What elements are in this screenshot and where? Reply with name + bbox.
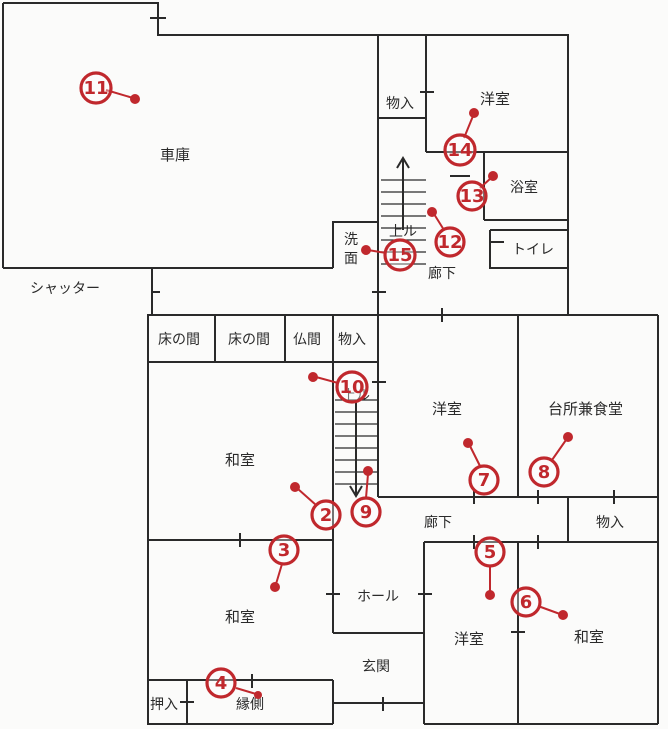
room-garage: 車庫 bbox=[160, 146, 190, 164]
room-western-bottom: 洋室 bbox=[454, 630, 484, 648]
marker-label-15: 15 bbox=[387, 245, 412, 266]
marker-7: 7 bbox=[463, 438, 500, 496]
marker-6: 6 bbox=[510, 586, 568, 620]
marker-10: 10 bbox=[308, 370, 369, 404]
marker-label-3: 3 bbox=[278, 540, 291, 561]
garage-outline bbox=[3, 2, 569, 268]
room-bath: 浴室 bbox=[510, 179, 538, 196]
photo-markers: 11 14 13 12 15 10 2 bbox=[79, 71, 573, 699]
marker-13: 13 bbox=[456, 171, 498, 212]
room-corridor-mid: 廊下 bbox=[424, 514, 452, 531]
walls bbox=[2, 2, 659, 725]
room-washitsu-upper: 和室 bbox=[225, 451, 255, 469]
room-storage-mid: 物入 bbox=[338, 332, 366, 348]
marker-2: 2 bbox=[290, 482, 342, 531]
marker-12: 12 bbox=[427, 207, 466, 258]
marker-15: 15 bbox=[361, 238, 417, 272]
marker-label-10: 10 bbox=[339, 377, 364, 398]
marker-label-13: 13 bbox=[459, 186, 484, 207]
room-oshiire: 押入 bbox=[150, 697, 178, 713]
marker-14: 14 bbox=[443, 108, 479, 167]
marker-label-8: 8 bbox=[538, 462, 551, 483]
room-wash-a: 洗 bbox=[344, 232, 358, 248]
marker-5: 5 bbox=[474, 536, 506, 600]
room-western-top: 洋室 bbox=[480, 90, 510, 108]
room-corridor-top: 廊下 bbox=[428, 265, 456, 282]
label-stair-up-top: 上ル bbox=[389, 224, 417, 240]
room-washitsu-right: 和室 bbox=[574, 628, 604, 646]
room-entrance: 玄関 bbox=[362, 658, 390, 675]
marker-9: 9 bbox=[350, 466, 382, 528]
marker-label-5: 5 bbox=[484, 542, 497, 563]
room-wash-b: 面 bbox=[344, 251, 358, 267]
marker-4: 4 bbox=[205, 667, 262, 699]
marker-label-9: 9 bbox=[360, 502, 373, 523]
label-stair-up-mid: 上ル bbox=[342, 388, 370, 404]
room-kitchen-dining: 台所兼食堂 bbox=[548, 400, 623, 418]
door-ticks bbox=[150, 17, 615, 711]
room-storage-top: 物入 bbox=[386, 96, 414, 112]
room-storage-right: 物入 bbox=[596, 515, 624, 531]
room-hall: ホール bbox=[357, 589, 399, 605]
marker-label-4: 4 bbox=[215, 673, 228, 694]
room-tokonoma-2: 床の間 bbox=[228, 332, 270, 348]
marker-3: 3 bbox=[268, 534, 300, 592]
marker-label-2: 2 bbox=[320, 505, 333, 526]
marker-label-7: 7 bbox=[478, 470, 491, 491]
marker-label-11: 11 bbox=[83, 78, 108, 99]
room-labels: 車庫 シャッター 物入 洋室 浴室 トイレ 洗 面 上ル 廊下 床の間 床の間 … bbox=[30, 90, 624, 713]
room-engawa: 縁側 bbox=[236, 697, 264, 713]
room-western-mid: 洋室 bbox=[432, 400, 462, 418]
room-butsuma: 仏間 bbox=[293, 332, 321, 348]
marker-label-12: 12 bbox=[437, 232, 462, 253]
marker-label-14: 14 bbox=[447, 140, 472, 161]
room-washitsu-lower: 和室 bbox=[225, 608, 255, 626]
marker-8: 8 bbox=[528, 432, 573, 488]
room-tokonoma-1: 床の間 bbox=[158, 332, 200, 348]
marker-label-6: 6 bbox=[520, 592, 533, 613]
room-toilet: トイレ bbox=[512, 242, 554, 258]
label-shutter: シャッター bbox=[30, 281, 100, 297]
marker-11: 11 bbox=[79, 71, 140, 105]
